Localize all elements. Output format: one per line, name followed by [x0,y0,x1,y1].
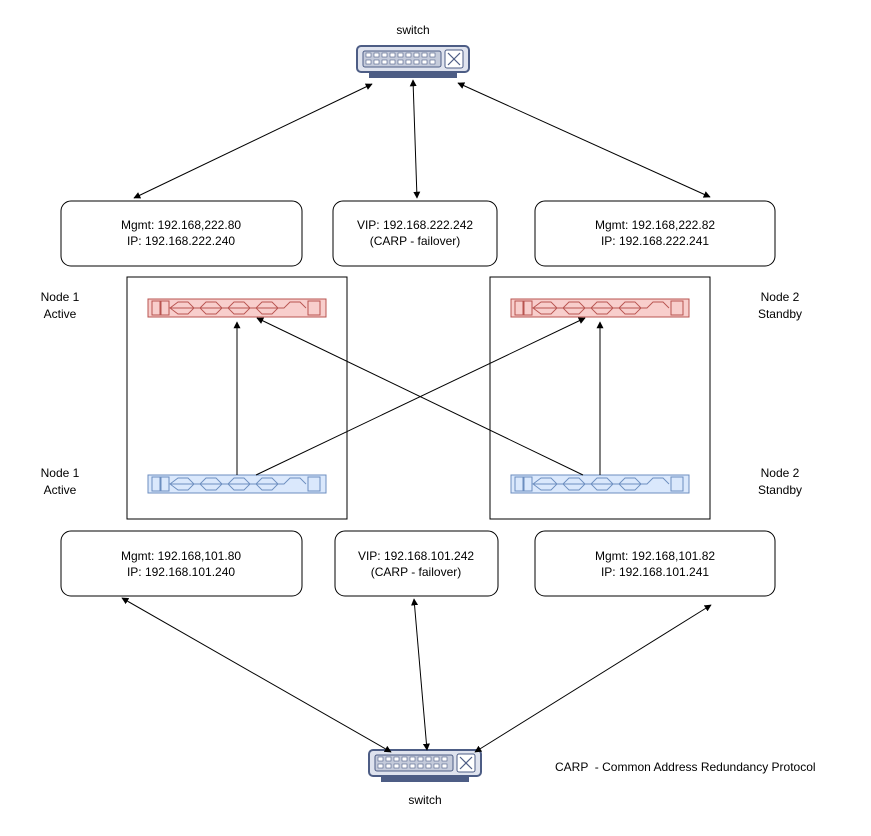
box-line1: Mgmt: 192.168,101.80 [121,549,241,563]
node1-top-state: Active [44,307,77,321]
link-switch-bottom-to-vip [411,598,430,751]
node2-bottom-state: Standby [758,483,802,497]
box-line1: Mgmt: 192.168,222.80 [121,218,241,232]
link-switch-top-to-node1 [133,83,373,199]
upper-vip-box: VIP: 192.168.222.242 (CARP - failover) [332,200,498,267]
lower-mgmt-box-node1: Mgmt: 192.168,101.80 IP: 192.168.101.240 [60,530,303,597]
upper-mgmt-box-node2: Mgmt: 192.168,222.82 IP: 192.168.222.241 [534,200,776,267]
link-switch-bottom-to-node1 [121,597,392,753]
link-switch-top-to-vip [409,79,421,199]
switch-top-icon [356,45,470,79]
node2-bottom-name: Node 2 [761,466,800,480]
box-line2: (CARP - failover) [370,234,460,248]
box-line1: Mgmt: 192.168,222.82 [595,218,715,232]
node1-container [126,276,348,520]
node2-top-state: Standby [758,307,802,321]
box-line2: IP: 192.168.101.241 [601,565,709,579]
switch-bottom-icon [368,749,482,783]
switch-top-label: switch [396,23,429,37]
box-line2: IP: 192.168.222.240 [127,234,235,248]
box-line2: (CARP - failover) [371,565,461,579]
node1-bottom-name: Node 1 [41,466,80,480]
link-node2-to-node1-cross [256,317,584,476]
upper-mgmt-box-node1: Mgmt: 192.168,222.80 IP: 192.168.222.240 [60,200,303,267]
node1-bottom-state: Active [44,483,77,497]
node2-upper-nic-icon [510,298,690,318]
switch-bottom-label: switch [408,793,441,807]
box-line2: IP: 192.168.101.240 [127,565,235,579]
box-line1: Mgmt: 192.168,101.82 [595,549,715,563]
node1-top-name: Node 1 [41,290,80,304]
box-line1: VIP: 192.168.222.242 [357,218,473,232]
lower-mgmt-box-node2: Mgmt: 192.168,101.82 IP: 192.168.101.241 [534,530,776,597]
link-switch-top-to-node2 [457,82,711,198]
node2-container [489,276,711,520]
link-switch-bottom-to-node2 [474,604,712,753]
node1-lower-nic-icon [147,474,327,494]
lower-vip-box: VIP: 192.168.101.242 (CARP - failover) [334,530,499,597]
box-line2: IP: 192.168.222.241 [601,234,709,248]
node2-top-name: Node 2 [761,290,800,304]
node1-upper-nic-icon [147,298,327,318]
box-line1: VIP: 192.168.101.242 [358,549,474,563]
node2-lower-nic-icon [510,474,690,494]
carp-footnote: CARP - Common Address Redundancy Protoco… [555,760,816,774]
